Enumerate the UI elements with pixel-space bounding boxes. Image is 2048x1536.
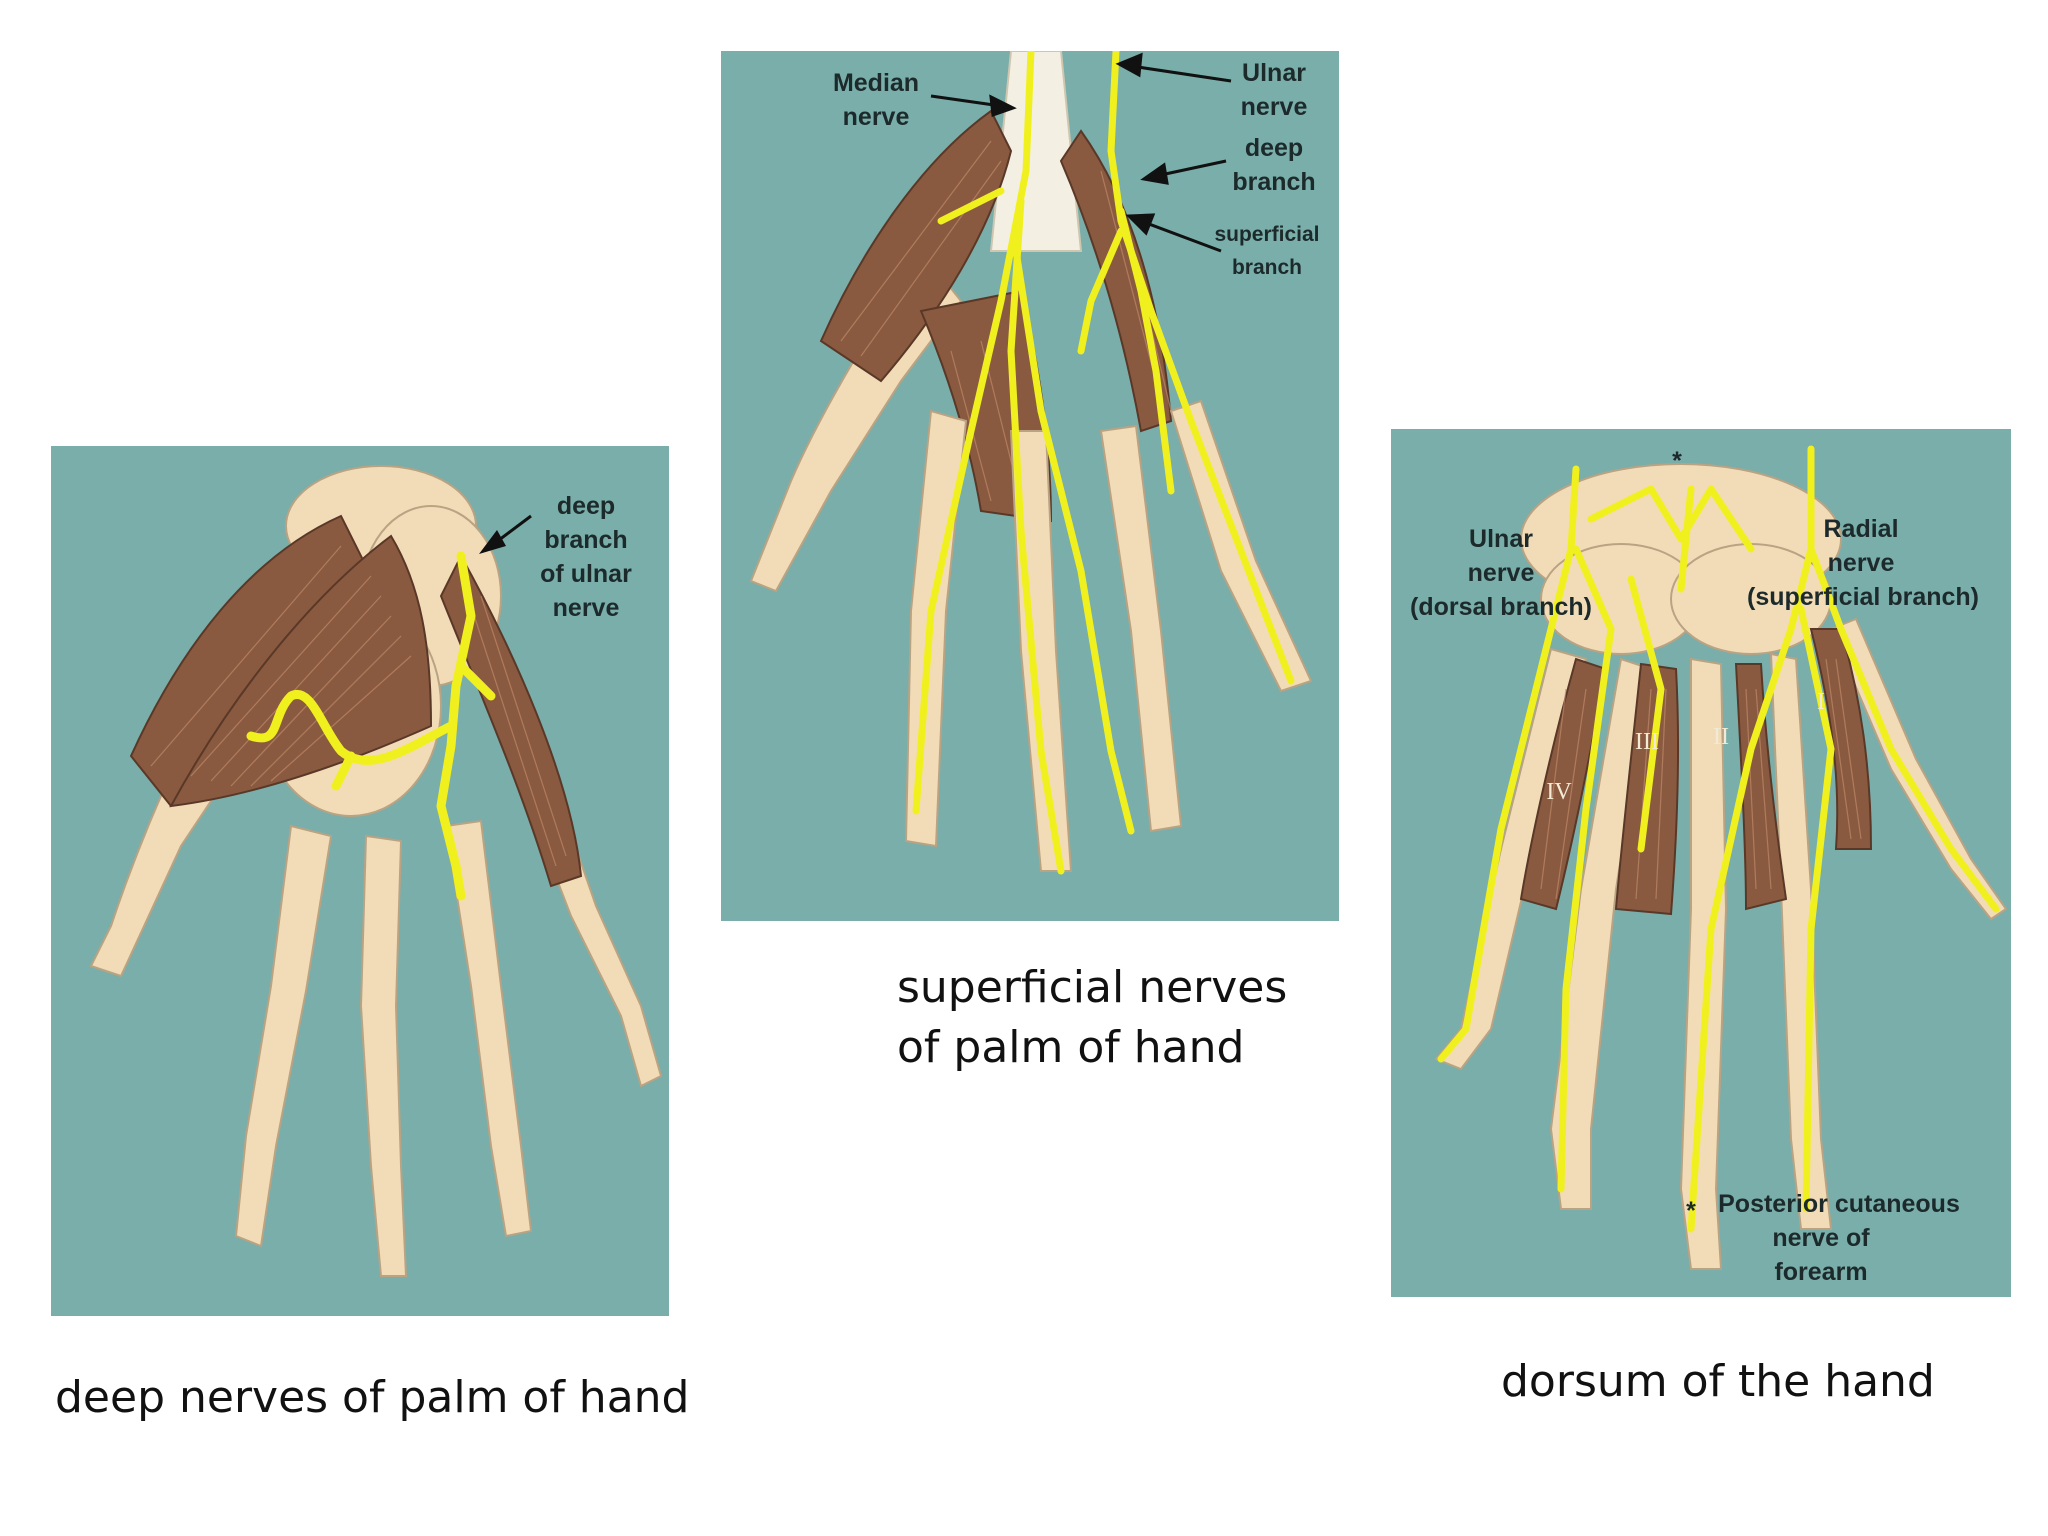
ulnar-nerve-label: Ulnar nerve <box>1241 59 1308 121</box>
label-superficial-branch: branch <box>1232 256 1302 279</box>
label-median: Median <box>833 69 919 97</box>
dorsum-hand-illustration: I II III IV * * Ulnar nerve (dorsal bran… <box>1391 429 2011 1297</box>
label-of-ulnar: of ulnar <box>540 560 632 588</box>
label-radial-nerve: nerve <box>1828 549 1895 577</box>
label-radial: Radial <box>1823 515 1898 543</box>
label-superficial-branch: (superficial branch) <box>1747 583 1979 611</box>
caption-deep-nerves: deep nerves of palm of hand <box>55 1372 690 1423</box>
label-deep: deep <box>557 492 615 520</box>
caption-superficial-line2: of palm of hand <box>897 1022 1245 1073</box>
deep-palm-illustration: deep branch of ulnar nerve <box>51 446 669 1316</box>
median-nerve <box>912 51 1135 875</box>
deep-palm-svg: deep branch of ulnar nerve <box>51 446 669 1316</box>
interosseous-label-1: I <box>1817 689 1825 715</box>
caption-dorsum: dorsum of the hand <box>1501 1356 1935 1407</box>
radial-superficial-branch-label: Radial nerve (superficial branch) <box>1747 515 1979 611</box>
muscle-striations <box>1540 658 1862 900</box>
interosseous-label-3: III <box>1635 729 1659 755</box>
ulnar-nerve <box>1077 51 1295 685</box>
pointer-arrows <box>930 52 1232 253</box>
asterisk-top: * <box>1672 447 1682 475</box>
label-ulnar-nerve: nerve <box>1468 559 1535 587</box>
label-posterior-cutaneous: Posterior cutaneous <box>1718 1190 1960 1218</box>
label-superficial: superficial <box>1214 223 1319 246</box>
dorsal-nerves <box>1437 445 2000 1233</box>
label-forearm: forearm <box>1774 1258 1867 1286</box>
deep-branch-label: deep branch of ulnar nerve <box>540 492 632 622</box>
deep-branch-label: deep branch <box>1232 134 1315 196</box>
superficial-palm-svg: Median nerve Ulnar nerve deep branch sup… <box>721 51 1339 921</box>
label-ulnar: Ulnar <box>1469 525 1533 553</box>
label-deep: deep <box>1245 134 1303 162</box>
label-median-nerve: nerve <box>843 103 910 131</box>
deep-branch-nerve <box>246 551 496 901</box>
interosseous-label-2: II <box>1713 724 1729 750</box>
dorsum-hand-svg: I II III IV * * Ulnar nerve (dorsal bran… <box>1391 429 2011 1297</box>
label-dorsal-branch: (dorsal branch) <box>1410 593 1592 621</box>
posterior-cutaneous-label: Posterior cutaneous nerve of forearm <box>1718 1190 1960 1286</box>
label-nerve-of: nerve of <box>1772 1224 1870 1252</box>
palm-muscles <box>129 514 583 888</box>
label-ulnar-nerve: nerve <box>1241 93 1308 121</box>
caption-superficial-line1: superficial nerves <box>897 962 1288 1013</box>
label-deep-branch: branch <box>1232 168 1315 196</box>
superficial-palm-illustration: Median nerve Ulnar nerve deep branch sup… <box>721 51 1339 921</box>
label-branch: branch <box>544 526 627 554</box>
label-nerve: nerve <box>553 594 620 622</box>
muscle-striations <box>150 545 567 867</box>
label-ulnar: Ulnar <box>1242 59 1306 87</box>
ulnar-dorsal-branch-label: Ulnar nerve (dorsal branch) <box>1410 525 1592 621</box>
deep-branch-arrow <box>479 514 532 554</box>
median-nerve-label: Median nerve <box>833 69 919 131</box>
interosseous-label-4: IV <box>1546 779 1572 805</box>
caption-superficial-nerves: superficial nerves of palm of hand <box>897 958 1287 1078</box>
asterisk-bottom: * <box>1686 1197 1696 1225</box>
superficial-branch-label: superficial branch <box>1214 223 1319 279</box>
